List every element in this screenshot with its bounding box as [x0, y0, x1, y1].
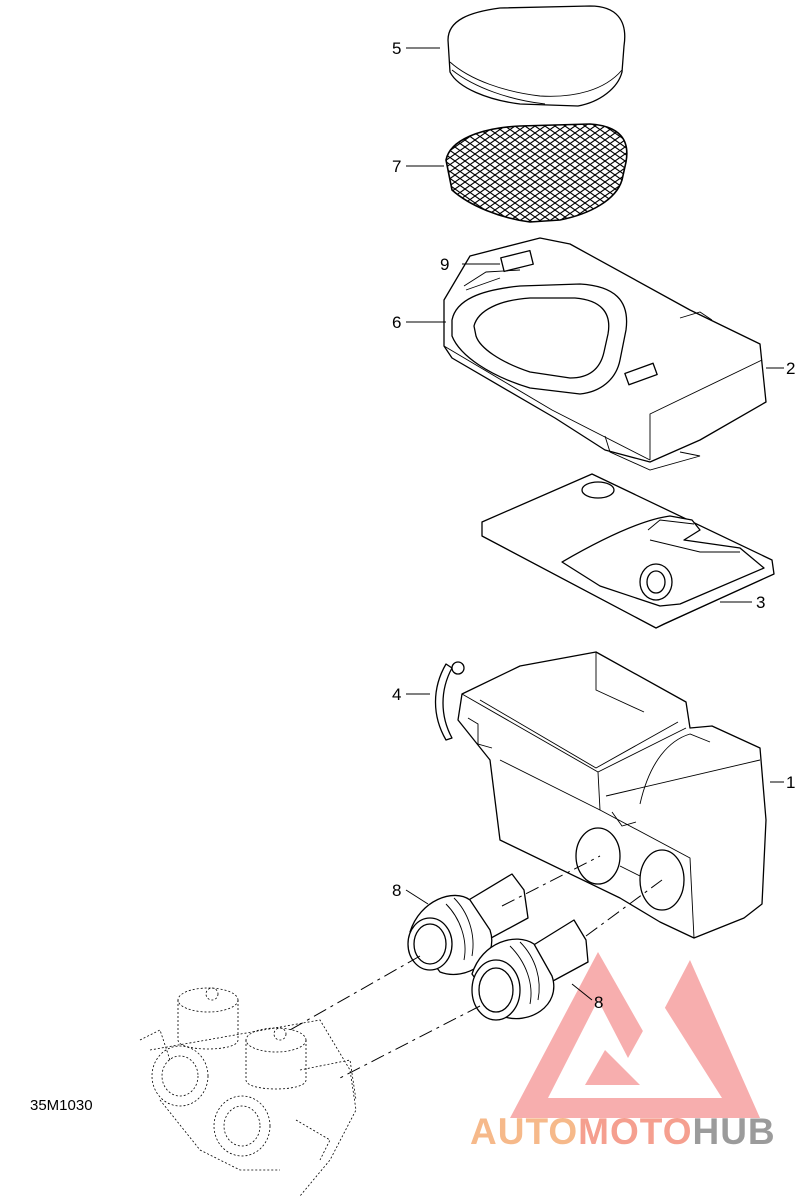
callout-3: 3 [756, 593, 765, 612]
callout-1: 1 [786, 773, 795, 792]
callout-8-upper: 8 [392, 881, 401, 900]
base-plate [481, 473, 775, 629]
leader-lines [405, 47, 784, 1001]
watermark-text: AUTOMOTOHUB [470, 1111, 776, 1152]
watermark-part-hub: HUB [692, 1111, 775, 1152]
callout-4: 4 [392, 685, 401, 704]
callout-6: 6 [392, 313, 401, 332]
watermark-logo-icon [510, 952, 760, 1118]
watermark-part-auto: AUTO [470, 1111, 578, 1152]
carburetor-assembly [139, 987, 357, 1196]
callout-labels: 5 7 9 6 2 3 4 1 8 8 [392, 39, 795, 1012]
callout-9: 9 [440, 255, 449, 274]
callout-2: 2 [786, 359, 795, 378]
retaining-clip [434, 661, 465, 741]
intake-boot-lower [471, 919, 589, 1021]
airbox-cover [443, 237, 767, 471]
callout-8-lower: 8 [594, 993, 603, 1012]
airbox-base [457, 651, 767, 939]
watermark-part-moto: MOTO [578, 1111, 692, 1152]
figure-reference: 35M1030 [30, 1097, 93, 1114]
callout-7: 7 [392, 157, 401, 176]
callout-5: 5 [392, 39, 401, 58]
alignment-centerlines [289, 855, 663, 1081]
mesh-screen [445, 123, 628, 223]
foam-prefilter [447, 5, 626, 107]
intake-boot-upper [407, 873, 529, 976]
